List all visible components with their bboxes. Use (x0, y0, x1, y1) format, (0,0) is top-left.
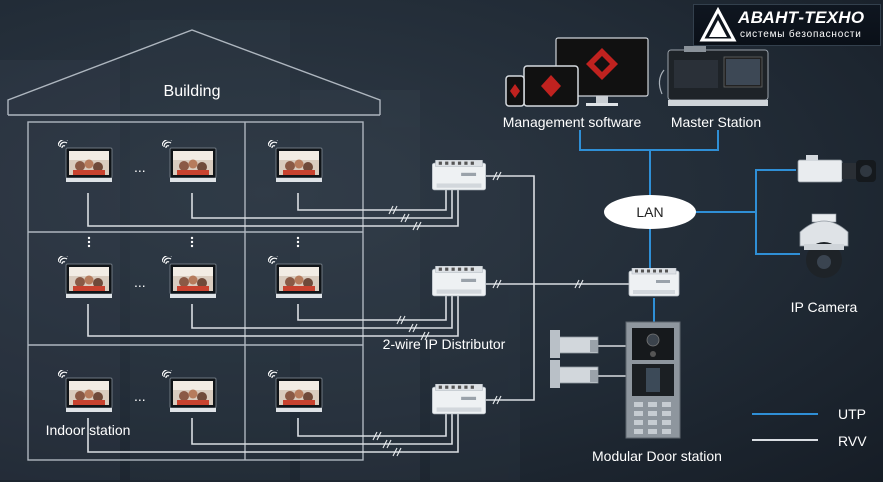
door-station-label: Modular Door station (592, 448, 722, 464)
background-skyline (0, 20, 520, 480)
rvv-wiring (87, 175, 632, 453)
master-station-label: Master Station (671, 114, 761, 130)
management-software-devices (505, 37, 649, 107)
distributor-label: 2-wire IP Distributor (383, 336, 506, 352)
lan-node (604, 195, 696, 229)
legend: UTP RVV (752, 406, 867, 449)
ip-camera-label: IP Camera (791, 299, 858, 315)
modular-door-station-icon (625, 321, 681, 439)
door-lock-icon (550, 360, 599, 388)
distributor-icon (432, 160, 486, 191)
logo-title: АВАНТ-ТЕХНО (738, 8, 865, 27)
vertical-ellipsis (87, 236, 300, 248)
box-camera-icon (797, 155, 876, 183)
indoor-station-label: Indoor station (46, 422, 131, 438)
master-station-icon (658, 46, 769, 106)
company-logo: АВАНТ-ТЕХНО системы безопасности (693, 4, 881, 46)
distributor-icon (628, 268, 680, 297)
management-software-label: Management software (503, 114, 642, 130)
lan-label: LAN (636, 204, 663, 220)
logo-mark-icon (699, 7, 737, 42)
building-outline (7, 29, 381, 461)
ellipsis: ... (134, 388, 146, 404)
ellipsis: ... (134, 274, 146, 290)
distributor-icon (432, 266, 486, 297)
dome-camera-icon (799, 213, 849, 278)
building-label: Building (164, 83, 221, 100)
legend-utp-label: UTP (838, 406, 866, 422)
legend-rvv-label: RVV (838, 433, 867, 449)
logo-subtitle: системы безопасности (740, 29, 862, 40)
utp-wiring (579, 130, 800, 322)
distributor-icon (432, 384, 486, 415)
ellipsis: ... (134, 159, 146, 175)
door-lock-icon (550, 330, 599, 358)
